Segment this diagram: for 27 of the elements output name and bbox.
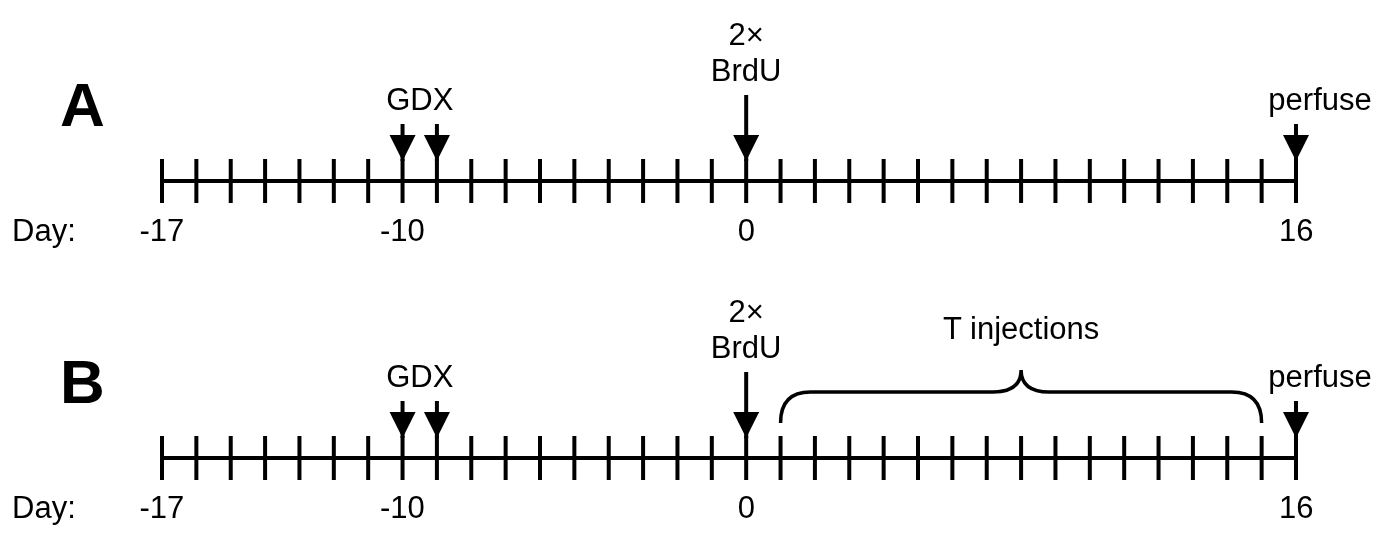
event-label: 2× BrdU xyxy=(706,17,787,89)
axis-label: Day: xyxy=(12,213,76,249)
event-label: GDX xyxy=(354,82,485,118)
tick-label: -17 xyxy=(139,213,185,249)
arrow xyxy=(1283,124,1309,161)
arrow xyxy=(389,124,416,161)
event-label: 2× BrdU xyxy=(706,294,787,366)
event-label: perfuse xyxy=(1255,359,1378,395)
event-label: GDX xyxy=(354,359,485,395)
panel-letter: B xyxy=(60,350,105,414)
tick-label: 16 xyxy=(1279,213,1314,249)
arrow xyxy=(423,401,450,438)
axis-label: Day: xyxy=(12,490,76,526)
arrow xyxy=(733,372,760,438)
tick-label: 0 xyxy=(737,213,755,249)
tick-label: 16 xyxy=(1279,490,1314,526)
tick-label: -17 xyxy=(139,490,185,526)
tick-label: -10 xyxy=(380,213,425,249)
arrow xyxy=(389,401,416,438)
arrow xyxy=(1283,401,1309,438)
period-label: T injections xyxy=(943,311,1100,347)
tick-label: 0 xyxy=(737,490,755,526)
arrow xyxy=(423,124,450,161)
arrow xyxy=(733,95,760,161)
event-label: perfuse xyxy=(1255,82,1378,118)
panel-letter: A xyxy=(60,73,105,137)
tick-label: -10 xyxy=(380,490,425,526)
